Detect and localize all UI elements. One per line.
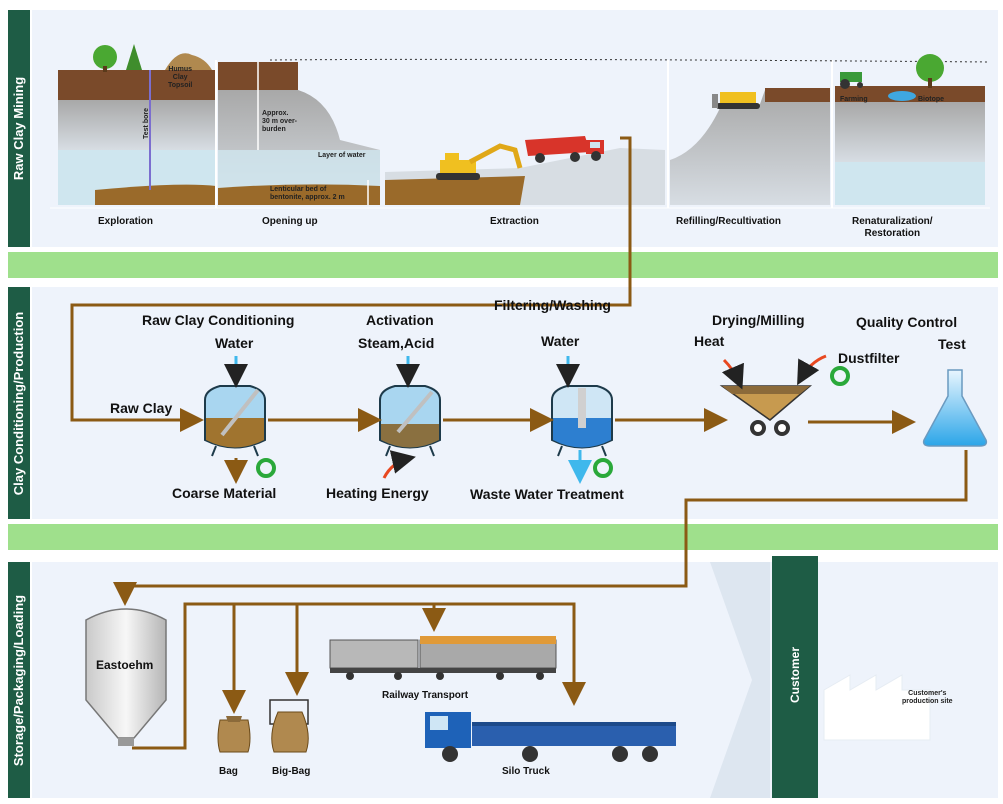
- production-scene: [113, 354, 988, 606]
- dryer-mill-icon: [719, 385, 813, 436]
- dustfilter-label: Dustfilter: [838, 350, 900, 366]
- conditioning-vessel-icon: [204, 385, 266, 457]
- stage-opening-up-label: Opening up: [262, 216, 318, 227]
- topsoil-annotation: Humus Clay Topsoil: [168, 66, 193, 89]
- dump-truck-icon: [525, 136, 604, 163]
- big-bag-label: Big-Bag: [272, 766, 311, 777]
- section-label-raw-clay-mining: Raw Clay Mining: [8, 10, 30, 247]
- steam-acid-label: Steam,Acid: [358, 335, 435, 351]
- railway-transport-label: Railway Transport: [382, 690, 469, 701]
- silo-icon: [85, 608, 167, 746]
- test-bore-annotation: Test bore: [143, 108, 150, 139]
- farming-annotation: Farming: [840, 96, 868, 103]
- lenticular-annotation: Lenticular bed of bentonite, approx. 2 m: [270, 186, 345, 201]
- storage-scene: [85, 556, 931, 798]
- drying-milling-label: Drying/Milling: [712, 312, 805, 328]
- mining-scene: [50, 44, 991, 432]
- filter-water-label: Water: [541, 333, 580, 349]
- bag-label: Bag: [219, 766, 238, 777]
- quality-test-label: Test: [938, 336, 966, 352]
- heat-label: Heat: [694, 333, 725, 349]
- heating-energy-label: Heating Energy: [326, 485, 429, 501]
- customer-site-label: Customer's production site: [902, 690, 953, 705]
- quality-control-label: Quality Control: [856, 314, 958, 330]
- silo-truck-icon: [425, 712, 676, 762]
- storage-panel: [32, 562, 998, 798]
- customer-label: Customer: [788, 646, 803, 704]
- stage-refilling-label: Refilling/Recultivation: [676, 216, 782, 227]
- stage-renaturalization-label: Renaturalization/ Restoration: [852, 216, 933, 239]
- coarse-material-label: Coarse Material: [172, 485, 277, 501]
- raw-clay-conditioning-label: Raw Clay Conditioning: [142, 312, 295, 328]
- filtering-washing-label: Filtering/Washing: [494, 297, 611, 313]
- waste-water-treatment-label: Waste Water Treatment: [470, 486, 624, 502]
- silo-truck-label: Silo Truck: [502, 766, 550, 777]
- tractor-icon: [840, 72, 863, 89]
- stage-exploration-label: Exploration: [98, 216, 154, 227]
- excavator-icon: [436, 143, 523, 180]
- separator-band-top: [8, 252, 998, 278]
- filter-vessel-icon: [551, 385, 613, 457]
- section-label-storage: Storage/Packaging/Loading: [8, 562, 30, 798]
- train-icon: [329, 636, 557, 680]
- big-bag-icon: [269, 699, 309, 753]
- activation-label: Activation: [366, 312, 434, 328]
- separator-band-bottom: [8, 524, 998, 550]
- raw-clay-label: Raw Clay: [110, 400, 173, 416]
- silo-label: Eastoehm: [96, 658, 154, 672]
- section-label-clay-conditioning: Clay Conditioning/Production: [8, 287, 30, 519]
- stage-extraction-label: Extraction: [490, 216, 539, 227]
- activation-vessel-icon: [379, 385, 441, 457]
- lab-flask-icon: [922, 369, 988, 447]
- overburden-annotation: Approx. 30 m over- burden: [262, 110, 298, 133]
- conditioning-panel: [32, 287, 998, 519]
- bulldozer-icon: [712, 92, 760, 109]
- bag-icon: [217, 716, 251, 753]
- conditioning-water-label: Water: [215, 335, 254, 351]
- water-layer-annotation: Layer of water: [318, 152, 366, 159]
- biotope-annotation: Biotope: [918, 96, 945, 103]
